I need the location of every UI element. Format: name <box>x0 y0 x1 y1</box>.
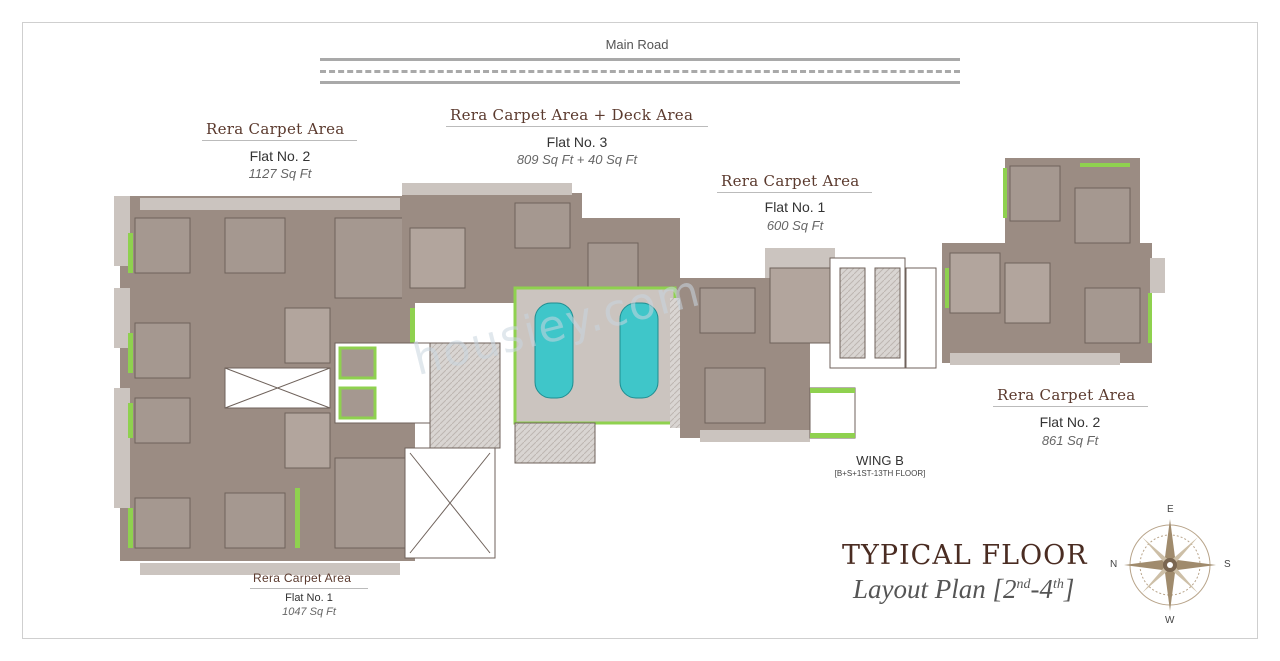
wing-a-left-block <box>114 196 415 575</box>
flat-a1-heading: Rera Carpet Area <box>253 571 352 585</box>
plan-frame <box>22 22 1258 639</box>
flat-b2-area: 861 Sq Ft <box>1041 433 1099 448</box>
floor-plan-drawing <box>114 158 1165 575</box>
wing-b-flat-1-block <box>680 248 937 442</box>
flat-a1-rule <box>250 588 368 589</box>
flat-b2-heading: Rera Carpet Area <box>997 386 1136 404</box>
compass-north: N <box>1110 559 1118 570</box>
compass-east: E <box>1167 504 1174 515</box>
wing-b-flat-2-block <box>942 158 1165 365</box>
wing-name: WING B <box>856 453 904 468</box>
flat-a1-area: 1047 Sq Ft <box>282 606 336 618</box>
main-road <box>320 58 960 84</box>
plan-title: TYPICAL FLOOR <box>842 540 1088 571</box>
wing-a-middle-block <box>334 183 680 559</box>
compass-rose-icon <box>1124 519 1216 611</box>
flat-b2-number: Flat No. 2 <box>1039 414 1101 430</box>
compass-west: W <box>1165 615 1175 626</box>
flat-a2-area: 1127 Sq Ft <box>248 166 312 181</box>
flat-a1-number: Flat No. 1 <box>285 592 333 604</box>
flat-a3-rule <box>446 126 708 127</box>
plan-subtitle: Layout Plan [2nd-4th] <box>853 574 1075 604</box>
flat-b2-rule <box>993 406 1148 407</box>
road-label: Main Road <box>605 37 669 52</box>
wing-floors: [B+S+1ST-13TH FLOOR] <box>834 469 926 478</box>
compass-south: S <box>1224 559 1231 570</box>
flat-b1-heading: Rera Carpet Area <box>721 172 860 190</box>
flat-b1-number: Flat No. 1 <box>764 199 826 215</box>
flat-b1-rule <box>717 192 872 193</box>
flat-a2-number: Flat No. 2 <box>249 148 311 164</box>
flat-a3-number: Flat No. 3 <box>546 134 608 150</box>
flat-a3-area: 809 Sq Ft + 40 Sq Ft <box>516 152 638 167</box>
flat-b1-area: 600 Sq Ft <box>766 218 824 233</box>
flat-a2-rule <box>202 140 357 141</box>
flat-a3-heading: Rera Carpet Area + Deck Area <box>450 106 694 124</box>
flat-a2-heading: Rera Carpet Area <box>206 120 345 138</box>
